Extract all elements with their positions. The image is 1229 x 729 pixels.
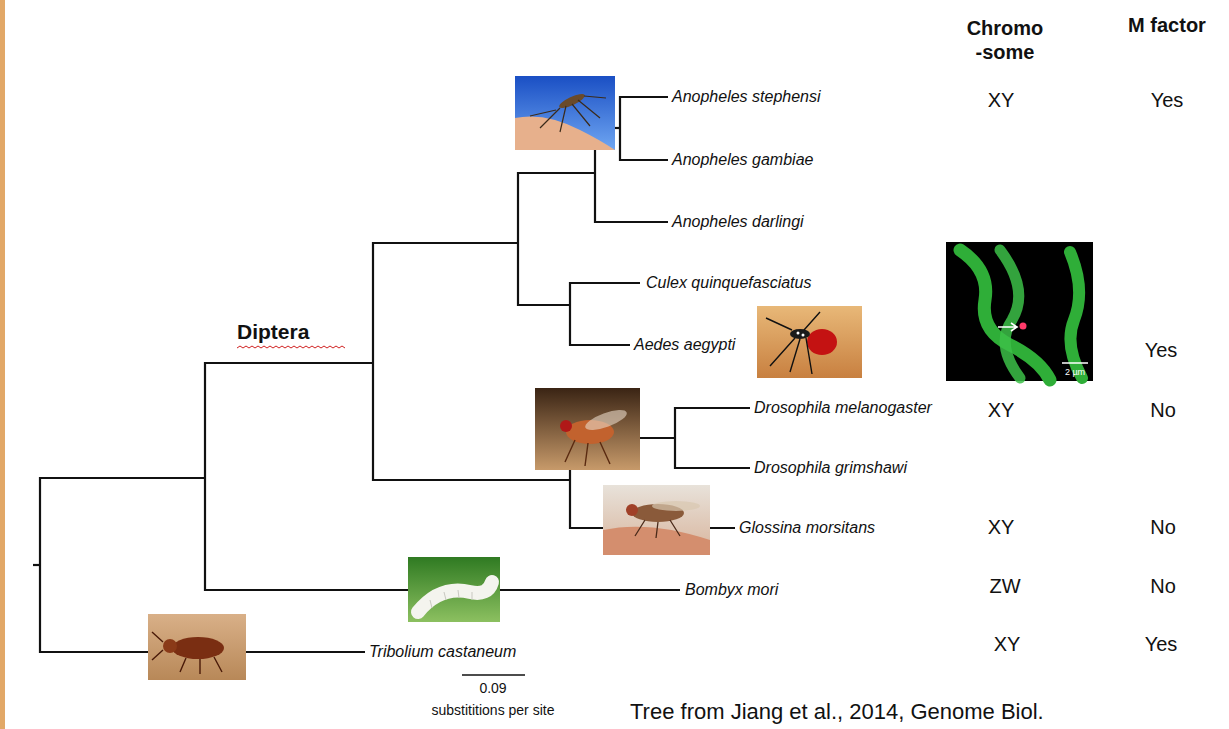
tree-branch (204, 362, 206, 591)
tree-branch (620, 96, 668, 98)
scale-unit: substititions per site (432, 702, 555, 719)
tree-branch (570, 282, 640, 284)
mosquito-legs (530, 96, 606, 132)
tsetse-wing (652, 501, 700, 511)
tree-branch (518, 172, 595, 174)
spell-underline (237, 346, 345, 348)
m-factor-value: No (1150, 574, 1176, 598)
tree-branch (570, 344, 630, 346)
beetle-legs (152, 632, 222, 674)
beetle-body (172, 637, 224, 659)
scale-value: 0.09 (479, 680, 506, 697)
fly-legs (565, 440, 610, 466)
tree-branch (675, 407, 750, 409)
tree-branch (569, 282, 571, 346)
chromosome (1000, 250, 1020, 378)
m-factor-value: Yes (1145, 632, 1178, 656)
tree-branch (620, 159, 668, 161)
frame-stripe (0, 0, 5, 729)
tree-branch (39, 477, 41, 653)
tree-branch (675, 467, 750, 469)
tree-branch (372, 242, 374, 481)
m-factor-value: No (1150, 398, 1176, 422)
clade-name: Diptera (237, 319, 309, 344)
species-name: Bombyx mori (685, 580, 778, 599)
blood-abdomen (807, 329, 837, 355)
chromosome-type: XY (988, 88, 1015, 112)
tree-branch (205, 362, 373, 364)
tsetse-legs (635, 520, 680, 538)
species-name: Tribolium castaneum (369, 642, 516, 661)
species-name: Drosophila melanogaster (754, 398, 932, 417)
chromosome-type: XY (994, 632, 1021, 656)
pointer-arrow (998, 323, 1017, 331)
micrograph-scale-bar (1062, 362, 1088, 364)
mosquito-legs (766, 312, 820, 374)
chromosome (960, 250, 1050, 380)
tree-branch (373, 479, 570, 481)
photo-background (757, 306, 862, 378)
mosquito-thorax (790, 329, 810, 339)
m-factor-value: No (1150, 515, 1176, 539)
m-factor-value: Yes (1145, 338, 1178, 362)
chromosome-type: XY (988, 515, 1015, 539)
chromosome (1070, 252, 1082, 378)
photo-background (408, 557, 500, 622)
tree-branch (517, 172, 519, 306)
chromosome-type: XY (988, 398, 1015, 422)
fly-wing (583, 406, 629, 434)
skin-surface (515, 117, 615, 151)
tree-branch (619, 96, 621, 161)
photo-background (148, 614, 246, 680)
scale-bar (462, 674, 525, 676)
tree-branch (674, 407, 676, 469)
white-spot (802, 334, 805, 337)
species-name: Culex quinquefasciatus (646, 273, 811, 292)
tree-branch (373, 242, 518, 244)
fish-signal (1020, 323, 1027, 330)
tree-branch (40, 477, 205, 479)
species-name: Aedes aegypti (634, 335, 735, 354)
micrograph-scale: 2 µm (1065, 367, 1085, 378)
species-photos (148, 76, 1093, 680)
species-name: Drosophila grimshawi (754, 458, 907, 477)
micrograph-background (946, 242, 1093, 381)
chromosome-type: ZW (989, 574, 1020, 598)
photo-background (603, 485, 710, 555)
photo-background (535, 388, 640, 470)
tree-branch (595, 221, 668, 223)
column-header: Chromo -some (967, 16, 1044, 64)
mosquito-body (558, 91, 587, 110)
figure-caption: Tree from Jiang et al., 2014, Genome Bio… (630, 699, 1044, 725)
species-name: Anopheles darlingi (672, 212, 804, 231)
beetle-head (163, 639, 177, 653)
tree-branches (33, 96, 750, 653)
silkworm-body (418, 582, 492, 612)
photo-background (515, 76, 615, 150)
species-name: Anopheles gambiae (672, 150, 813, 169)
species-name: Glossina morsitans (739, 518, 875, 537)
column-header: M factor (1128, 13, 1206, 37)
tsetse-eye (626, 504, 638, 516)
white-spot (797, 332, 800, 335)
tree-branch (518, 304, 570, 306)
species-name: Anopheles stephensi (672, 87, 821, 106)
silkworm-segments (430, 590, 472, 608)
fly-eye (560, 420, 572, 432)
m-factor-value: Yes (1151, 88, 1184, 112)
